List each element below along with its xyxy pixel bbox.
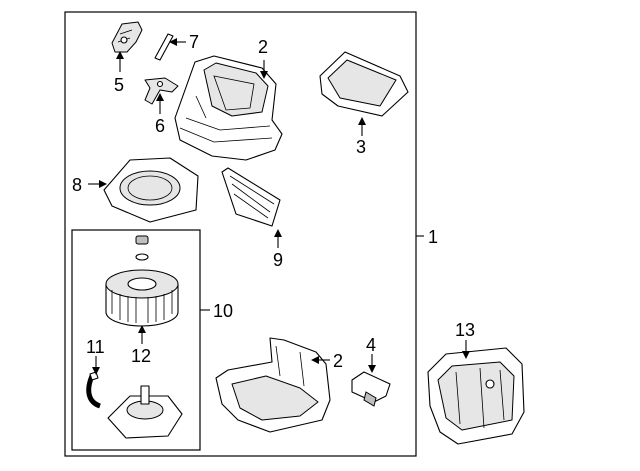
leader-5 [116,51,124,72]
callout-9: 9 [273,250,283,270]
callout-6: 6 [155,116,165,136]
callout-13: 13 [455,320,475,340]
callout-4: 4 [366,335,376,355]
part-13-blower-unit [427,347,525,445]
leader-13 [462,340,470,359]
leader-2a [260,60,268,79]
leader-6 [156,93,164,114]
leader-4 [368,354,376,373]
leader-8 [88,180,107,188]
blower-motor-subassembly-frame [71,229,201,451]
callout-12: 12 [131,346,151,366]
leader-7 [169,38,186,46]
callout-5: 5 [114,75,124,95]
part-8-seal-plate [103,157,199,223]
part-2-lower-housing [215,337,331,433]
callout-2-lower: 2 [333,351,343,371]
part-6-bracket [144,77,179,105]
part-5-bracket [111,21,143,53]
callout-7: 7 [189,32,199,52]
callout-2-upper: 2 [258,37,268,57]
leader-11 [92,356,100,375]
part-12-blower-fan [105,235,179,327]
part-12-motor-base [107,385,183,439]
leader-9 [274,229,282,248]
part-11-hose [86,371,102,409]
callout-8: 8 [72,175,82,195]
callout-10: 10 [213,301,233,321]
callout-11: 11 [86,337,105,357]
part-7-pin [154,33,174,61]
leader-3 [358,117,366,136]
part-3-filter [319,51,409,117]
leader-2b [311,356,330,364]
part-4-resistor [351,371,391,407]
callout-1: 1 [428,227,438,247]
assembly-frame [64,11,417,457]
callout-3: 3 [356,137,366,157]
part-9-filter-element [221,167,281,227]
leader-12 [138,325,146,344]
part-2-intake-housing [174,55,283,161]
